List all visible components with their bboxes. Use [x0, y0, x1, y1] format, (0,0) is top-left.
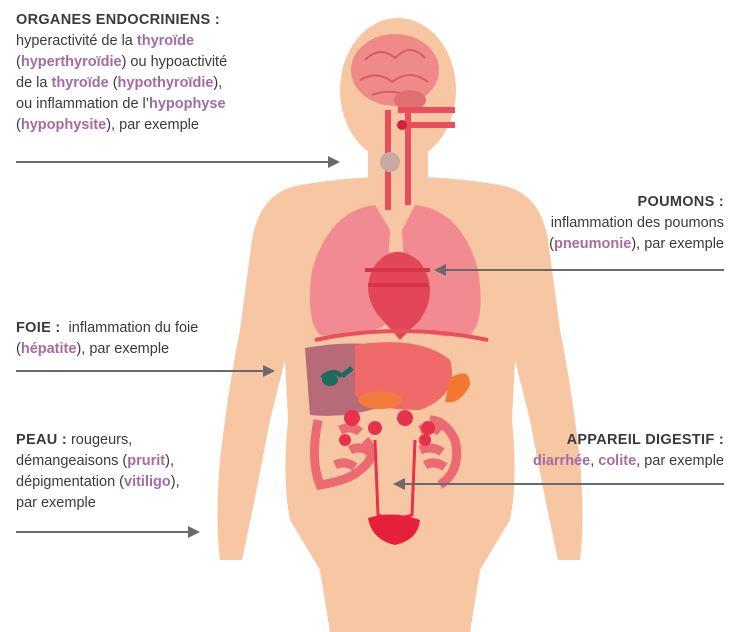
lungs-arrow: [436, 269, 724, 271]
liver-arrow: [16, 370, 273, 372]
endocrine-line-4: ou inflammation de l’hypophyse: [16, 94, 306, 115]
endocrine-highlight-thyroide-2: thyroïde: [51, 75, 108, 91]
liver-text-3: ), par exemple: [76, 341, 169, 357]
skin-text-3: ),: [165, 453, 174, 469]
liver-label: FOIE : inflammation du foie (hépatite), …: [16, 318, 276, 360]
endocrine-title: ORGANES ENDOCRINIENS :: [16, 10, 306, 31]
endocrine-highlight-hypophysite: hypophysite: [21, 117, 106, 133]
lungs-title: POUMONS :: [490, 192, 724, 213]
liver-title: FOIE :: [16, 320, 61, 336]
digestive-arrow: [395, 483, 724, 485]
skin-line-2: démangeaisons (prurit),: [16, 451, 236, 472]
endocrine-text-9: ), par exemple: [106, 117, 199, 133]
endocrine-line-2: (hyperthyroïdie) ou hypoactivité: [16, 52, 306, 73]
skin-text-6: par exemple: [16, 493, 236, 514]
lungs-line-2: (pneumonie), par exemple: [490, 234, 724, 255]
liver-text-1: inflammation du foie: [61, 320, 199, 336]
digestive-title: APPAREIL DIGESTIF :: [500, 430, 724, 451]
skin-arrow: [16, 531, 198, 533]
digestive-line-2: diarrhée, colite, par exemple: [500, 451, 724, 472]
skin-line-1: PEAU : rougeurs,: [16, 430, 236, 451]
endocrine-arrow: [16, 161, 338, 163]
digestive-highlight-colite: colite: [598, 453, 636, 469]
skin-text-5: ),: [171, 474, 180, 490]
digestive-text-2: , par exemple: [636, 453, 724, 469]
endocrine-highlight-hyperthyroidie: hyperthyroïdie: [21, 54, 122, 70]
liver-line-1: FOIE : inflammation du foie: [16, 318, 276, 339]
liver-highlight-hepatite: hépatite: [21, 341, 77, 357]
skin-text-1: rougeurs,: [67, 432, 132, 448]
endocrine-text-7: ou inflammation de l’: [16, 96, 149, 112]
endocrine-label: ORGANES ENDOCRINIENS : hyperactivité de …: [16, 10, 306, 136]
endocrine-line-5: (hypophysite), par exemple: [16, 115, 306, 136]
lungs-text-1: inflammation des poumons: [490, 213, 724, 234]
endocrine-text-1: hyperactivité de la: [16, 33, 137, 49]
lungs-text-3: ), par exemple: [631, 236, 724, 252]
endocrine-highlight-thyroide: thyroïde: [137, 33, 194, 49]
liver-line-2: (hépatite), par exemple: [16, 339, 276, 360]
skin-line-3: dépigmentation (vitiligo),: [16, 472, 236, 493]
skin-highlight-prurit: prurit: [127, 453, 165, 469]
skin-label: PEAU : rougeurs, démangeaisons (prurit),…: [16, 430, 236, 514]
lungs-label: POUMONS : inflammation des poumons (pneu…: [490, 192, 724, 255]
skin-highlight-vitiligo: vitiligo: [124, 474, 171, 490]
skin-title: PEAU :: [16, 432, 67, 448]
digestive-highlight-diarrhee: diarrhée: [533, 453, 590, 469]
endocrine-line-3: de la thyroïde (hypothyroïdie),: [16, 73, 306, 94]
endocrine-text-6: ),: [213, 75, 222, 91]
lungs-highlight-pneumonie: pneumonie: [554, 236, 631, 252]
endocrine-text-4: de la: [16, 75, 51, 91]
endocrine-line-1: hyperactivité de la thyroïde: [16, 31, 306, 52]
endocrine-text-5: (: [109, 75, 118, 91]
skin-text-2: démangeaisons (: [16, 453, 127, 469]
endocrine-highlight-hypophyse: hypophyse: [149, 96, 226, 112]
digestive-label: APPAREIL DIGESTIF : diarrhée, colite, pa…: [500, 430, 724, 472]
endocrine-highlight-hypothyroidie: hypothyroïdie: [118, 75, 214, 91]
endocrine-text-3: ) ou hypoactivité: [122, 54, 228, 70]
skin-text-4: dépigmentation (: [16, 474, 124, 490]
